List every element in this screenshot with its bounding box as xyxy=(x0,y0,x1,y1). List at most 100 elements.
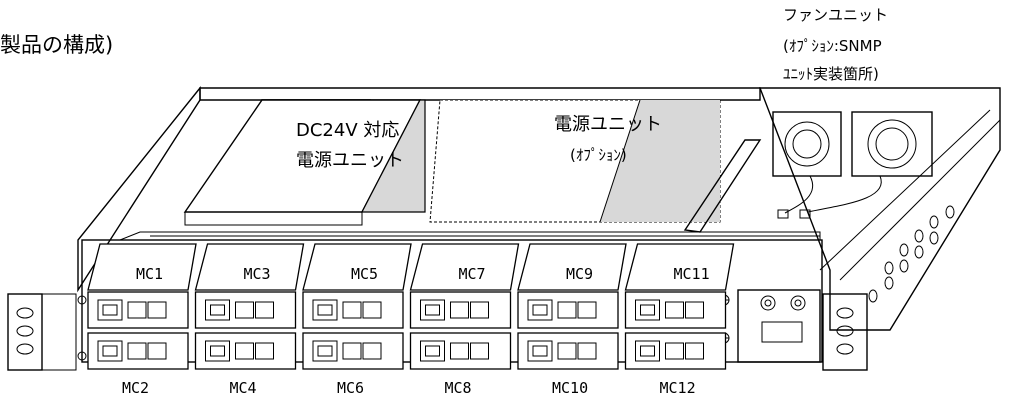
fiber-port-icon xyxy=(557,301,577,319)
rj45-port-inner xyxy=(317,345,333,357)
slot-cap xyxy=(624,243,735,291)
right-rack-ear xyxy=(822,293,868,371)
fiber-port-icon xyxy=(255,301,274,319)
fiber-port-icon xyxy=(450,342,469,360)
rj45-port-inner xyxy=(102,345,118,357)
slot-module xyxy=(87,291,189,329)
fiber-port-icon xyxy=(362,342,382,360)
slot-cap xyxy=(517,243,627,291)
rail-holes xyxy=(868,205,955,303)
slot-label-bottom: MC2 xyxy=(122,379,149,397)
fiber-port-icon xyxy=(127,342,147,360)
fiber-port-icon xyxy=(685,301,704,319)
rj45-port-icon xyxy=(635,340,660,362)
slot-module xyxy=(517,291,619,329)
rj45-port-icon xyxy=(97,299,123,321)
slot-label-bottom: MC10 xyxy=(552,379,588,397)
optional-power-unit xyxy=(429,99,721,223)
optional-psu-label-line2: (ｵﾌﾟｼｮﾝ) xyxy=(570,146,627,164)
rj45-port-icon xyxy=(312,299,338,321)
fiber-port-icon xyxy=(147,301,167,319)
rj45-port-inner xyxy=(317,304,333,316)
fiber-port-icon xyxy=(342,301,362,319)
fiber-port-icon xyxy=(577,342,597,360)
rj45-port-icon xyxy=(420,299,445,321)
rj45-port-icon xyxy=(205,299,230,321)
slot-label-bottom: MC6 xyxy=(337,379,364,397)
rj45-port-inner xyxy=(102,304,118,316)
slot-module xyxy=(194,291,297,329)
fiber-port-icon xyxy=(342,342,362,360)
fan-unit-label-line3: ﾕﾆｯﾄ実装箇所) xyxy=(783,65,879,83)
left-rack-ear xyxy=(7,293,77,371)
slot-label-top: MC3 xyxy=(244,265,271,283)
fiber-port-icon xyxy=(470,301,489,319)
slot-label-top: MC7 xyxy=(459,265,486,283)
fiber-port-icon xyxy=(235,342,254,360)
rj45-port-icon xyxy=(420,340,445,362)
fiber-port-icon xyxy=(362,301,382,319)
slot-module xyxy=(302,332,404,370)
slot-label-top: MC9 xyxy=(566,265,593,283)
fiber-port-icon xyxy=(665,301,684,319)
figure-caption: 製品の構成) xyxy=(0,33,113,57)
slot-cap xyxy=(194,243,305,291)
aux-panel xyxy=(737,289,821,363)
fan-unit-1 xyxy=(772,111,842,177)
slot-label-top: MC11 xyxy=(674,265,710,283)
slot-module xyxy=(409,291,512,329)
fan-unit-label-line2: (ｵﾌﾟｼｮﾝ:SNMP xyxy=(783,37,882,55)
rj45-port-inner xyxy=(425,345,440,357)
slot-cap xyxy=(409,243,520,291)
fiber-port-icon xyxy=(127,301,147,319)
slot-label-bottom: MC12 xyxy=(660,379,696,397)
rj45-port-inner xyxy=(532,304,548,316)
rj45-port-icon xyxy=(312,340,338,362)
rj45-port-inner xyxy=(640,345,655,357)
slot-label-bottom: MC8 xyxy=(445,379,472,397)
rj45-port-inner xyxy=(532,345,548,357)
slot-module xyxy=(409,332,512,370)
rj45-port-icon xyxy=(97,340,123,362)
slot-module xyxy=(624,332,727,370)
slot-module xyxy=(302,291,404,329)
fiber-port-icon xyxy=(235,301,254,319)
slot-cap xyxy=(302,243,412,291)
fan-unit-label-line1: ファンユニット xyxy=(783,6,888,24)
slot-module xyxy=(87,332,189,370)
rj45-port-inner xyxy=(210,345,225,357)
left-panel-screws xyxy=(77,295,87,361)
slot-label-top: MC1 xyxy=(136,265,163,283)
dc24v-label-line2: 電源ユニット xyxy=(296,150,404,171)
fiber-port-icon xyxy=(557,342,577,360)
chassis-body xyxy=(77,86,1001,331)
slot-label-bottom: MC4 xyxy=(230,379,257,397)
fiber-port-icon xyxy=(147,342,167,360)
rj45-port-inner xyxy=(425,304,440,316)
fiber-port-icon xyxy=(470,342,489,360)
optional-psu-label-line1: 電源ユニット xyxy=(554,114,662,135)
fan-cables xyxy=(777,175,882,219)
slot-cap xyxy=(87,243,197,291)
fiber-port-icon xyxy=(450,301,469,319)
fiber-port-icon xyxy=(685,342,704,360)
fan-unit-2 xyxy=(851,111,933,177)
slot-module xyxy=(624,291,727,329)
fiber-port-icon xyxy=(255,342,274,360)
slot-label-top: MC5 xyxy=(351,265,378,283)
internal-divider xyxy=(683,139,762,233)
rj45-port-inner xyxy=(640,304,655,316)
rj45-port-icon xyxy=(635,299,660,321)
fiber-port-icon xyxy=(665,342,684,360)
rj45-port-icon xyxy=(205,340,230,362)
slot-module xyxy=(517,332,619,370)
dc24v-label-line1: DC24V 対応 xyxy=(296,120,399,141)
rj45-port-inner xyxy=(210,304,225,316)
rj45-port-icon xyxy=(527,340,553,362)
fiber-port-icon xyxy=(577,301,597,319)
dc24v-power-unit xyxy=(183,99,426,226)
slot-module xyxy=(194,332,297,370)
rj45-port-icon xyxy=(527,299,553,321)
